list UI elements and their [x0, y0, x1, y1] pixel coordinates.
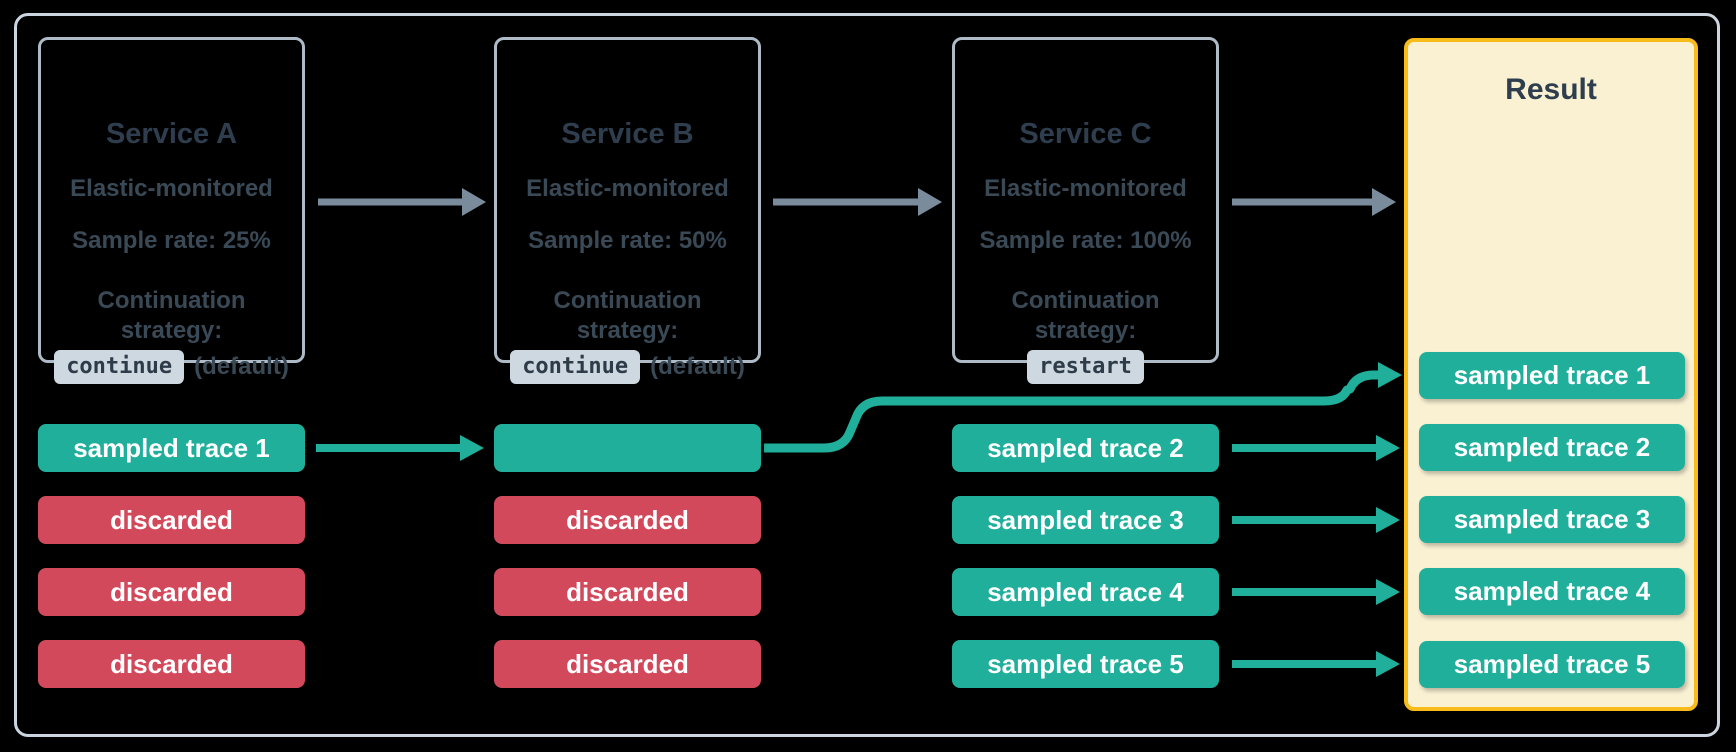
trace-pill-a-discarded-3: discarded	[38, 640, 305, 688]
trace-pill-c-sampled-2: sampled trace 2	[952, 424, 1219, 472]
trace-pill-b-discarded-1: discarded	[494, 496, 761, 544]
service-a-continuation-label: Continuation strategy:	[97, 287, 246, 344]
service-a-strategy-note: (default)	[194, 353, 289, 380]
service-b-subtitle: Elastic-monitored	[526, 175, 729, 202]
service-b-title: Service B	[561, 118, 694, 150]
result-title: Result	[1505, 73, 1597, 106]
service-a-box: Service A Elastic-monitored Sample rate:…	[38, 37, 305, 384]
service-c-strategy-row: restart	[955, 346, 1216, 388]
service-b-sample-rate: Sample rate: 50%	[528, 227, 727, 254]
result-pill-sampled-5: sampled trace 5	[1419, 641, 1685, 688]
service-c-title: Service C	[1019, 118, 1152, 150]
service-a-sample-rate: Sample rate: 25%	[72, 227, 271, 254]
service-a-subtitle: Elastic-monitored	[70, 175, 273, 202]
trace-pill-b-sampled-empty	[494, 424, 761, 472]
service-c-strategy-badge: restart	[1027, 350, 1144, 384]
result-pill-sampled-1: sampled trace 1	[1419, 352, 1685, 399]
service-c-subtitle: Elastic-monitored	[984, 175, 1187, 202]
service-b-continuation-label: Continuation strategy:	[553, 287, 702, 344]
result-pill-sampled-4: sampled trace 4	[1419, 568, 1685, 615]
service-c-sample-rate: Sample rate: 100%	[979, 227, 1192, 254]
service-a-strategy-row: continue (default)	[41, 346, 302, 388]
service-c-continuation-label: Continuation strategy:	[1011, 287, 1160, 344]
diagram-outer-frame	[14, 13, 1720, 737]
result-pill-sampled-3: sampled trace 3	[1419, 496, 1685, 543]
result-pill-sampled-2: sampled trace 2	[1419, 424, 1685, 471]
trace-pill-a-discarded-2: discarded	[38, 568, 305, 616]
service-c-box: Service C Elastic-monitored Sample rate:…	[952, 37, 1219, 384]
service-a-title: Service A	[105, 118, 238, 150]
service-b-strategy-row: continue (default)	[497, 346, 758, 388]
trace-pill-b-discarded-3: discarded	[494, 640, 761, 688]
trace-pill-c-sampled-3: sampled trace 3	[952, 496, 1219, 544]
service-b-box: Service B Elastic-monitored Sample rate:…	[494, 37, 761, 384]
trace-pill-a-sampled-1: sampled trace 1	[38, 424, 305, 472]
trace-pill-a-discarded-1: discarded	[38, 496, 305, 544]
trace-pill-c-sampled-5: sampled trace 5	[952, 640, 1219, 688]
trace-pill-b-discarded-2: discarded	[494, 568, 761, 616]
service-b-strategy-note: (default)	[650, 353, 745, 380]
trace-pill-c-sampled-4: sampled trace 4	[952, 568, 1219, 616]
service-a-strategy-badge: continue	[54, 350, 185, 384]
service-b-strategy-badge: continue	[510, 350, 641, 384]
